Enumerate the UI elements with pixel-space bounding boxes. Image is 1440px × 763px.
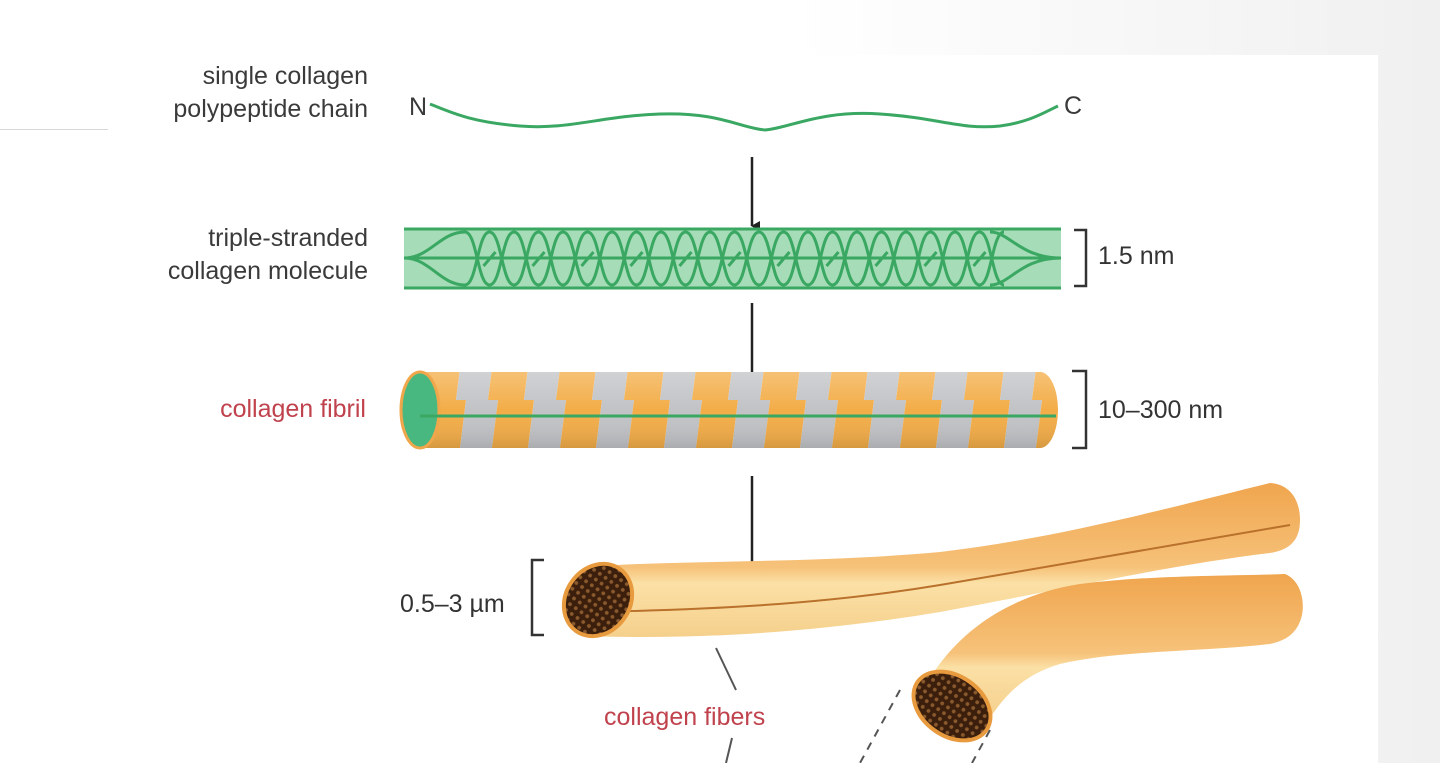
helix-crosslink	[727, 251, 742, 267]
fiber-width-bracket	[530, 558, 544, 637]
chain-label-line2: polypeptide chain	[173, 95, 368, 123]
helix-crosslink	[874, 251, 889, 267]
helix-crosslink	[580, 251, 595, 267]
divider-line	[0, 129, 108, 130]
helix-crosslink	[923, 251, 938, 267]
helix-strand-1	[464, 230, 1005, 287]
molecule-width-bracket	[1074, 228, 1088, 288]
fibril-label: collagen fibril	[220, 395, 366, 423]
helix-crosslink	[482, 251, 497, 267]
c-terminus-label: C	[1064, 92, 1082, 120]
collagen-fiber-lower	[911, 574, 1303, 743]
fibril-width-bracket	[1072, 369, 1088, 450]
molecule-label-line1: triple-stranded	[208, 224, 368, 252]
fiber-dashed-line-2	[971, 729, 991, 763]
chain-label-line1: single collagen	[203, 62, 368, 90]
helix-crosslink	[972, 251, 987, 267]
collagen-fibril	[399, 370, 1058, 450]
fiber-width-label: 0.5–3 µm	[400, 590, 505, 618]
molecule-label-line2: collagen molecule	[168, 257, 368, 285]
helix-strand-ends	[403, 230, 1062, 287]
fibers-leader-line-2	[725, 737, 733, 763]
collagen-fiber-upper	[561, 483, 1300, 639]
helix-crosslink	[678, 251, 693, 267]
fibers-label: collagen fibers	[604, 703, 765, 731]
helix-crosslink	[776, 251, 791, 267]
fiber-dashed-line-1	[859, 689, 901, 763]
helix-crosslink	[531, 251, 546, 267]
helix-strand-2	[464, 230, 1005, 287]
triple-helix-molecule	[403, 227, 1062, 290]
helix-crosslink	[825, 251, 840, 267]
polypeptide-chain	[429, 102, 1059, 132]
n-terminus-label: N	[409, 93, 427, 121]
helix-crosslink	[629, 251, 644, 267]
fibers-leader-line-1	[715, 647, 737, 691]
fibril-width-label: 10–300 nm	[1098, 396, 1223, 424]
molecule-width-label: 1.5 nm	[1098, 242, 1174, 270]
